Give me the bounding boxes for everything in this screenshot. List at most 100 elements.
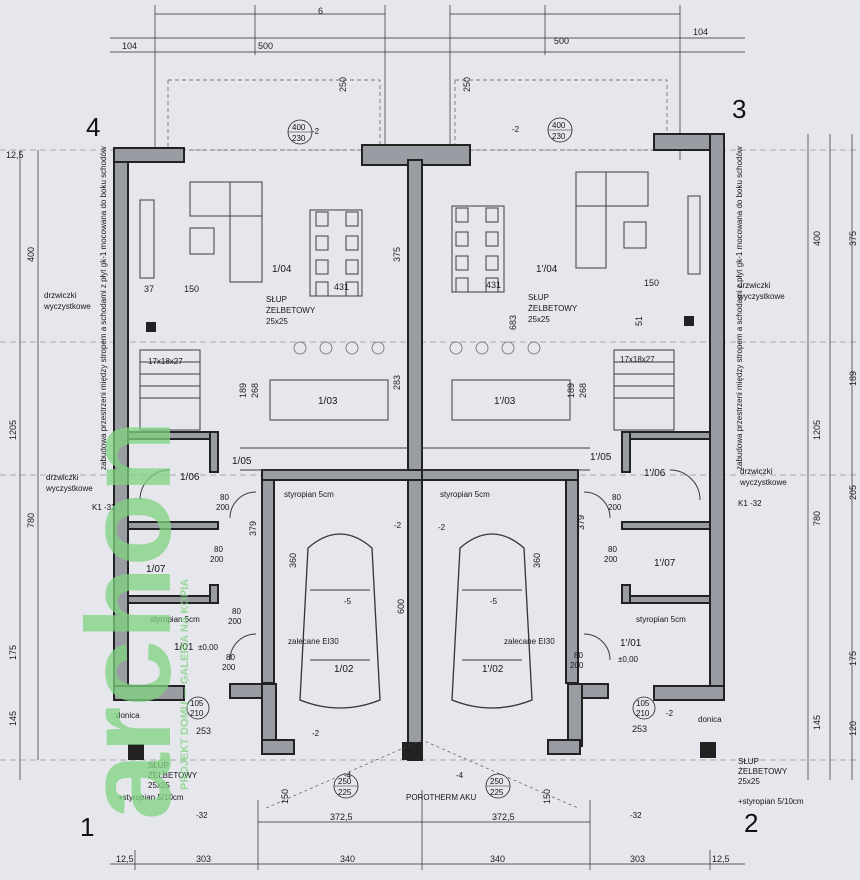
drzwiczki-tr-2: wyczystkowe [737,292,785,301]
door-230-tr: 230 [552,132,566,141]
dim-360-left: 360 [288,553,298,568]
room-left-hall: 1/05 [232,456,252,467]
level-m2-br: -2 [666,709,674,718]
dim-500-left: 500 [258,41,273,51]
note-stairs-left: zabudowa przestrzeni między stropem a sc… [99,146,108,470]
door-80-left-a: 80 [220,493,229,502]
door-200-left-d: 200 [222,663,236,672]
level-m4-left: -4 [344,771,352,780]
left-dimensions: 12,5 400 1205 780 175 145 [6,150,39,780]
door-225-br: 225 [490,788,504,797]
column-bottom-left [128,744,144,760]
dim-right-780: 780 [812,511,822,526]
corner-label-1: 1 [80,812,94,842]
styropian-entry-right: styropian 5cm [636,615,686,624]
dim-6: 6 [318,6,323,16]
slup-br-2: ŻELBETOWY [738,767,788,776]
dim-360-right: 360 [532,553,542,568]
dim-268-right: 268 [578,383,588,398]
dim-bottom-3725-right: 372,5 [492,812,515,822]
k1-left: K1 -32 [92,503,116,512]
drzwiczki-mr-2: wyczystkowe [739,478,787,487]
dim-bottom-303-left: 303 [196,854,211,864]
dim-150-right: 150 [644,278,659,288]
dim-bottom-340-right: 340 [490,854,505,864]
door-210-left: 210 [190,709,204,718]
level-m2-tr: -2 [512,125,520,134]
room-right-bath: 1'/06 [644,468,666,479]
door-400-tl: 400 [292,123,306,132]
dim-left-400: 400 [26,247,36,262]
level-m2-garage-r: -2 [438,523,446,532]
dim-250-left: 250 [338,77,348,92]
slup-bl-1: SŁUP [148,761,169,770]
slup-br-4: +styropian 5/10cm [738,797,804,806]
room-left-garage: 1/02 [334,664,354,675]
column-bottom-right [700,742,716,758]
zalecane-left: zalecane EI30 [288,637,339,646]
door-250-br: 250 [490,777,504,786]
level-right: ±0,00 [618,655,639,664]
dim-right-205: 205 [848,485,858,500]
dim-253-left: 253 [196,726,211,736]
dim-right-120: 120 [848,721,858,736]
room-left-kitchen: 1/03 [318,396,338,407]
room-right-garage: 1'/02 [482,664,504,675]
room-right-living: 1'/04 [536,264,558,275]
door-210-right: 210 [636,709,650,718]
stairs-right: 17x18x27 [620,355,655,364]
stairs-left: 17x18x27 [148,357,183,366]
door-80-left-d: 80 [226,653,235,662]
door-250-bl: 250 [338,777,352,786]
door-200-left-b: 200 [210,555,224,564]
level-left: ±0,00 [198,643,219,652]
slup-left-line3: 25x25 [266,317,288,326]
door-80-left-b: 80 [214,545,223,554]
furniture-right [422,171,701,709]
level-m5-left: -5 [344,597,352,606]
door-200-right-c: 200 [570,661,584,670]
door-225-bl: 225 [338,788,352,797]
dim-bottom-150-left: 150 [280,789,290,804]
dim-bottom-3725-left: 372,5 [330,812,353,822]
top-dimensions: 104 500 500 104 6 250 250 [110,5,745,160]
room-left-entry: 1/01 [174,642,194,653]
level-m2-garage-l: -2 [394,521,402,530]
watermark: archon PROJEKT DOMU — GALERIA NA KOPIA [62,420,196,820]
inner-dimensions: 431 431 375 283 683 150 150 37 51 360 36… [144,247,659,736]
dim-189-right: 189 [566,383,576,398]
room-left-wc: 1/07 [146,564,166,575]
door-230-tl: 230 [292,134,306,143]
dim-bottom-340-left: 340 [340,854,355,864]
donica-left: donica [116,711,140,720]
dim-500-right: 500 [554,36,569,46]
door-400-tr: 400 [552,121,566,130]
dim-104-left: 104 [122,41,137,51]
door-80-right-c: 80 [574,651,583,660]
room-left-living: 1/04 [272,264,292,275]
room-right-hall: 1'/05 [590,452,612,463]
dim-right-189: 189 [848,371,858,386]
dim-left-145: 145 [8,711,18,726]
dim-375: 375 [392,247,402,262]
drzwiczki-ml-2: wyczystkowe [45,484,93,493]
level-m5-right: -5 [490,597,498,606]
corner-label-2: 2 [744,808,758,838]
dim-431-right: 431 [486,280,501,290]
slup-br-1: SŁUP [738,757,759,766]
dim-left-125: 12,5 [6,150,24,160]
walls [113,133,725,761]
drzwiczki-ml-1: drzwiczki [46,473,79,482]
slup-right-line2: ŻELBETOWY [528,304,578,313]
dim-bottom-125-left: 12,5 [116,854,134,864]
dim-283: 283 [392,375,402,390]
dim-600: 600 [396,599,406,614]
door-105-right: 105 [636,699,650,708]
slup-bl-4: +styropian 5/10cm [118,793,184,802]
dim-bottom-150-right: 150 [542,789,552,804]
dim-379-left: 379 [248,521,258,536]
dim-left-1205: 1205 [8,420,18,440]
dim-right-145: 145 [812,715,822,730]
slup-bl-2: ŻELBETOWY [148,771,198,780]
light-row [293,341,541,355]
